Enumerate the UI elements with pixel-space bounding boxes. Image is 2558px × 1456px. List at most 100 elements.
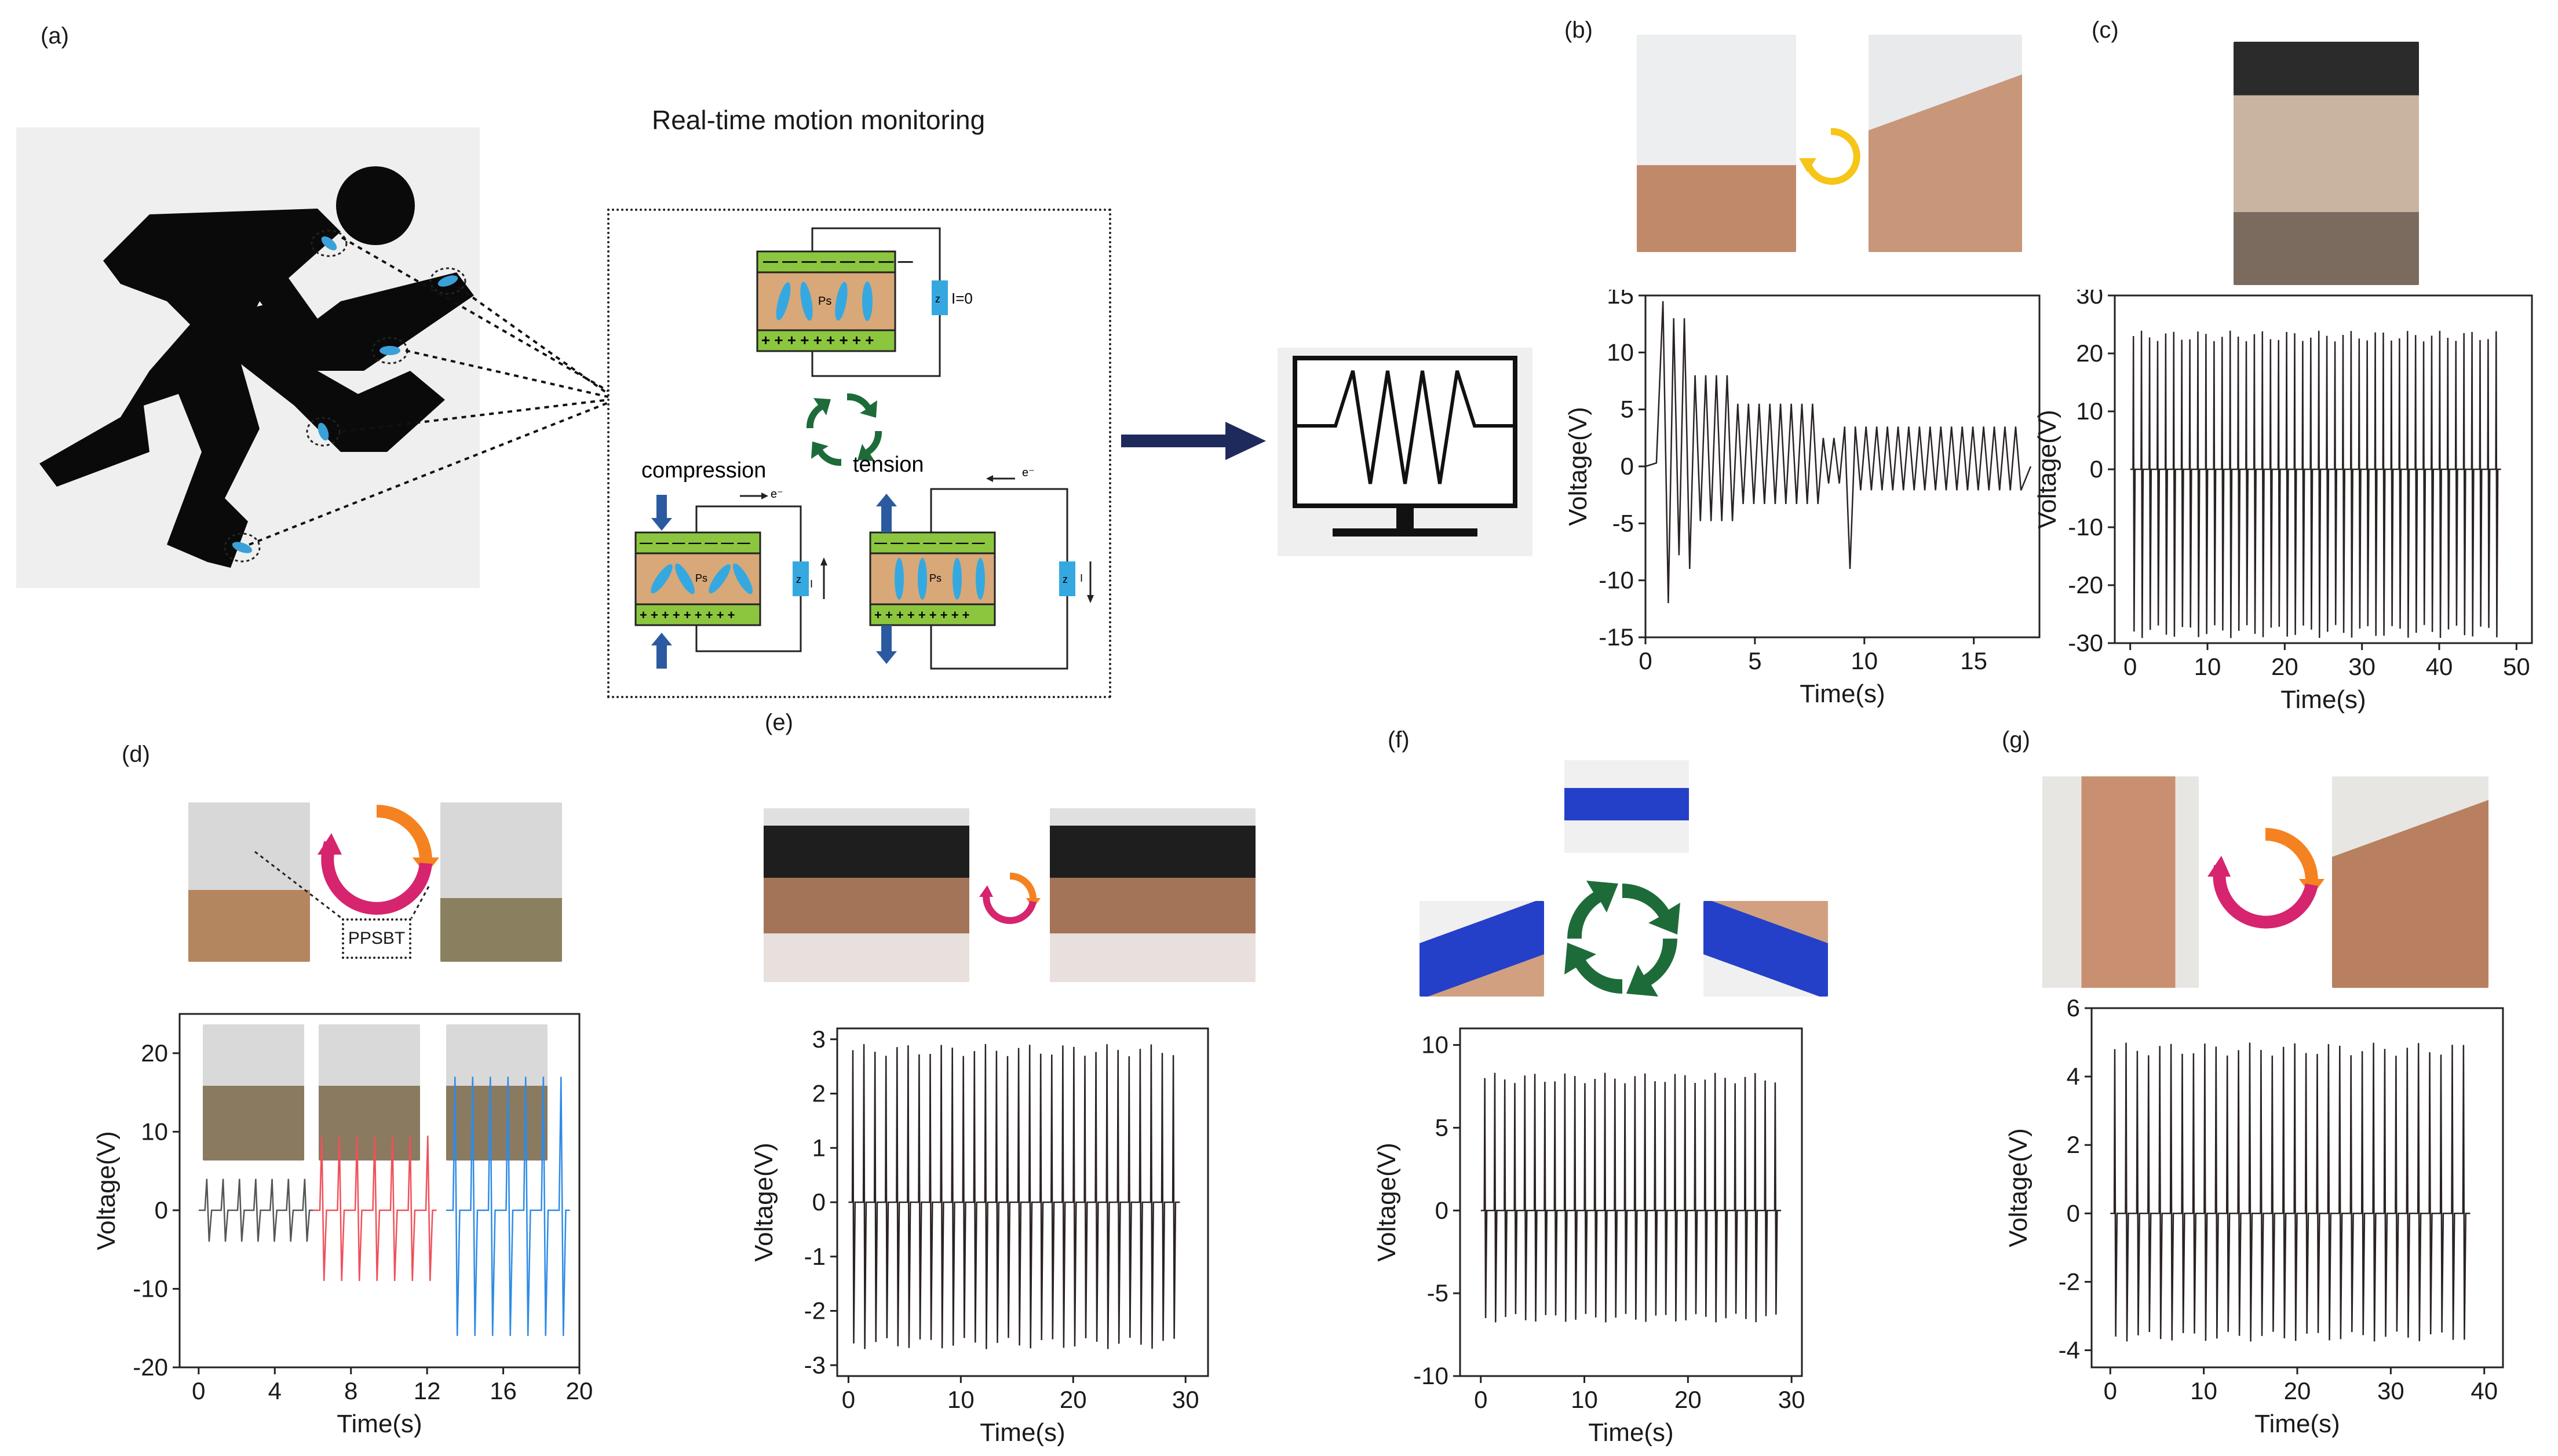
x-tick-label: 20 [566, 1377, 593, 1404]
y-tick-label: 6 [2067, 994, 2080, 1021]
y-tick-label: 0 [2067, 1199, 2080, 1227]
svg-text:Ps: Ps [929, 572, 942, 584]
y-tick-label: 0 [1621, 453, 1634, 480]
neutral-state-cell: — — — — — — — — + + + + + + + + + Ps z [756, 227, 948, 377]
connector-lines [249, 236, 610, 546]
plot-frame [178, 1013, 581, 1369]
y-axis-label: Voltage(V) [750, 1143, 778, 1261]
panel-label-e: (e) [765, 710, 793, 735]
cycle-arrows-icon [2207, 828, 2325, 929]
y-tick-label: -10 [2068, 513, 2103, 541]
y-tick-label: -10 [1599, 567, 1634, 594]
cycle-arrows-icon [979, 873, 1041, 924]
x-tick-label: 10 [2190, 1377, 2217, 1404]
y-tick-label: -5 [1612, 509, 1634, 537]
y-tick-label: 5 [1435, 1114, 1448, 1141]
svg-text:— — — — — — — —: — — — — — — — — [763, 252, 913, 269]
compression-current-label: I [810, 578, 813, 590]
y-tick-label: 2 [2067, 1131, 2080, 1158]
plot-frame [1459, 1027, 1803, 1377]
neck-tilt-photo [1050, 808, 1256, 982]
x-tick-label: 40 [2426, 653, 2453, 680]
heavy-dumbbell-photo [446, 1024, 548, 1161]
x-tick-label: 0 [842, 1386, 855, 1413]
y-tick-label: 0 [2090, 455, 2103, 483]
x-tick-label: 20 [2271, 653, 2298, 680]
arrow-right-icon [1121, 422, 1266, 460]
panel-label-g: (g) [2002, 727, 2030, 753]
panel-label-f: (f) [1388, 727, 1410, 753]
y-tick-label: 10 [1421, 1031, 1448, 1059]
y-tick-label: 5 [1621, 396, 1634, 423]
y-tick-label: 15 [1607, 290, 1634, 309]
y-tick-label: -20 [2068, 571, 2103, 599]
y-tick-label: 2 [812, 1080, 826, 1107]
elbow-bent-photo [1869, 35, 2022, 252]
y-tick-label: 10 [2076, 397, 2103, 425]
svg-text:z: z [935, 293, 940, 305]
x-tick-label: 0 [2104, 1377, 2117, 1404]
x-tick-label: 20 [2284, 1377, 2311, 1404]
y-tick-label: 30 [2076, 290, 2103, 309]
elbow-straight-photo [1637, 35, 1796, 252]
dumbbell-end-photo [440, 802, 562, 962]
tension-cell: — — — — — — — + + + + + + + + + Ps z e⁻ … [869, 466, 1094, 670]
panel-label-d: (d) [122, 742, 150, 767]
shoe-photo [2234, 42, 2419, 285]
x-tick-label: 50 [2503, 653, 2530, 680]
y-tick-label: 1 [812, 1134, 826, 1161]
y-tick-label: -4 [2059, 1336, 2080, 1363]
mechanism-diagram: — — — — — — — — + + + + + + + + + Ps z I… [607, 209, 1111, 698]
device-callout-lines [254, 851, 430, 919]
panel-label-b: (b) [1564, 17, 1593, 43]
x-tick-label: 5 [1748, 647, 1761, 674]
x-tick-label: 8 [344, 1377, 357, 1404]
x-axis-label: Time(s) [1800, 680, 1885, 708]
x-tick-label: 10 [1851, 647, 1878, 674]
y-tick-label: -15 [1599, 623, 1634, 651]
svg-text:+ + + + + + + + +: + + + + + + + + + [874, 608, 970, 622]
x-tick-label: 4 [268, 1377, 282, 1404]
x-tick-label: 0 [1474, 1386, 1487, 1413]
y-axis-label: Voltage(V) [2005, 1128, 2032, 1247]
x-axis-label: Time(s) [337, 1410, 422, 1438]
panel-label-c: (c) [2092, 17, 2119, 43]
cycle-arrows-icon [806, 393, 882, 466]
y-tick-label: -10 [133, 1275, 168, 1302]
knee-bent-photo [2332, 776, 2488, 988]
wrist-up-photo [1420, 901, 1544, 997]
series-line-0 [848, 1043, 1180, 1349]
runner-photo [16, 127, 480, 588]
y-tick-label: 10 [1607, 338, 1634, 366]
y-axis-label: Voltage(V) [1564, 407, 1592, 526]
x-tick-label: 10 [947, 1386, 975, 1413]
y-tick-label: 20 [2076, 340, 2103, 367]
y-tick-label: -20 [133, 1353, 168, 1381]
x-tick-label: 0 [1639, 647, 1652, 674]
y-axis-label: Voltage(V) [1373, 1143, 1401, 1261]
y-tick-label: -3 [804, 1351, 826, 1378]
svg-text:+ + + + + + + + +: + + + + + + + + + [640, 608, 735, 622]
y-tick-label: 0 [155, 1196, 168, 1224]
x-axis-label: Time(s) [980, 1418, 1065, 1447]
svg-text:Ps: Ps [695, 572, 707, 584]
x-tick-label: 10 [2194, 653, 2221, 680]
y-tick-label: -5 [1427, 1279, 1448, 1307]
x-tick-label: 20 [1674, 1386, 1702, 1413]
y-tick-label: 4 [2067, 1063, 2080, 1090]
series-line-0 [1645, 301, 2032, 604]
y-tick-label: 20 [141, 1039, 168, 1067]
series-line-0 [2130, 330, 2501, 638]
panel-label-a: (a) [41, 23, 69, 49]
x-tick-label: 0 [192, 1377, 205, 1404]
monitor-icon [1278, 348, 1532, 556]
x-axis-label: Time(s) [2280, 685, 2366, 714]
x-axis-label: Time(s) [1588, 1418, 1673, 1447]
x-tick-label: 10 [1571, 1386, 1598, 1413]
tension-current-label: I [1080, 572, 1083, 584]
neutral-current-label: I=0 [951, 290, 973, 307]
x-tick-label: 0 [2123, 653, 2137, 680]
